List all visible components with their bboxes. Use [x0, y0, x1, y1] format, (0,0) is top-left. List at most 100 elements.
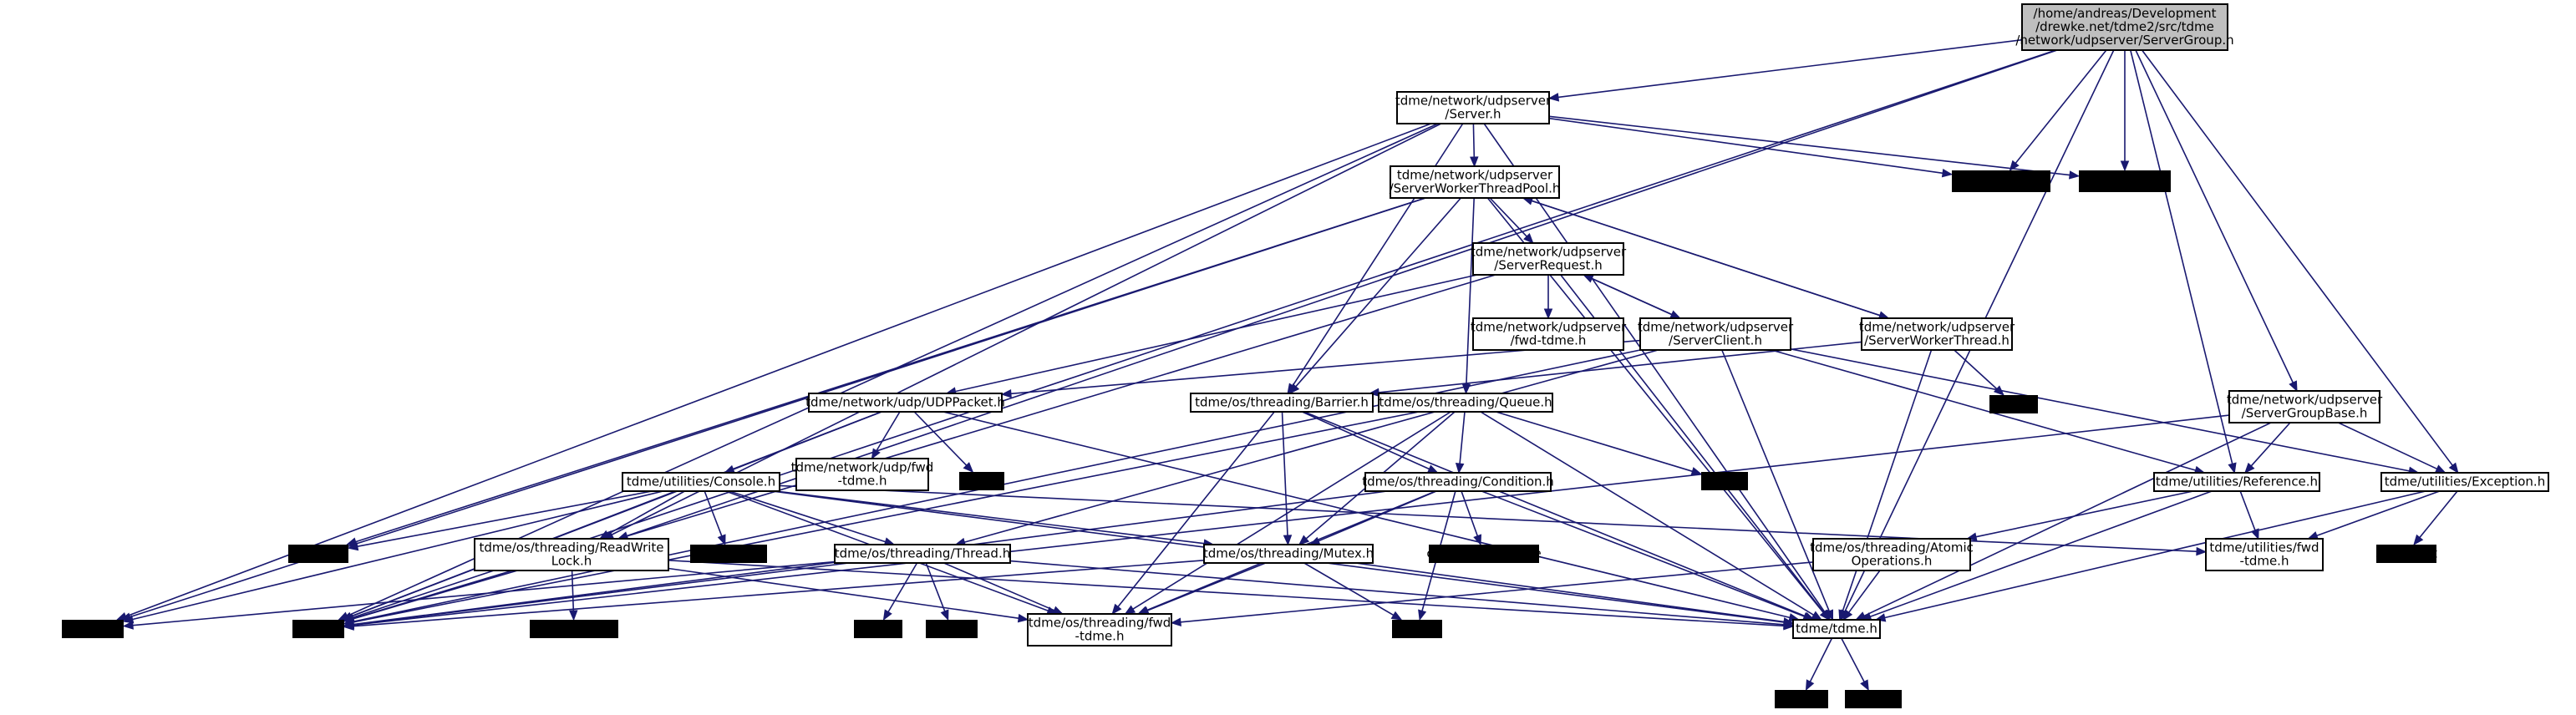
node-label: tdme/network/udpserver	[1397, 168, 1553, 183]
node-label: vector	[298, 546, 338, 561]
edge-thread-to-fwdthread	[943, 562, 1064, 615]
edge-line	[125, 123, 1431, 617]
arrowhead-icon	[122, 621, 134, 630]
edge-line	[1292, 123, 1464, 387]
node-condition[interactable]: tdme/os/threading/Condition.h	[1362, 472, 1554, 492]
node-label: chrono	[930, 621, 973, 636]
arrowhead-icon	[882, 609, 892, 621]
node-barrier[interactable]: tdme/os/threading/Barrier.h	[1190, 393, 1374, 413]
node-label: unordered_set	[2080, 174, 2170, 190]
edge-line	[1481, 490, 1805, 617]
node-vector: vector	[288, 545, 348, 563]
edge-line	[1771, 349, 2196, 471]
node-root[interactable]: /home/andreas/Development/drewke.net/tdm…	[2015, 3, 2234, 51]
node-fwdudp[interactable]: tdme/network/udp/fwd-tdme.h	[791, 458, 934, 491]
node-swt[interactable]: tdme/network/udpserver/ServerWorkerThrea…	[1859, 317, 2015, 351]
node-console[interactable]: tdme/utilities/Console.h	[622, 472, 780, 492]
node-label: tdme/os/threading/Thread.h	[835, 546, 1010, 561]
node-box	[834, 544, 1011, 564]
edge-tdme-to-cstdint	[1841, 637, 1869, 692]
edge-mutex-to-string	[343, 560, 1205, 631]
edge-line	[2015, 49, 2107, 164]
arrowhead-icon	[1426, 464, 1439, 474]
node-box	[959, 472, 1004, 490]
node-label: memory	[67, 621, 119, 636]
edge-line	[357, 490, 653, 547]
edge-reference-to-tdme	[1860, 490, 2213, 621]
arrowhead-icon	[1390, 611, 1403, 621]
arrowhead-icon	[1473, 534, 1482, 546]
edge-line	[353, 570, 518, 620]
arrowhead-icon	[1547, 93, 1560, 102]
node-label: cstdint	[1852, 692, 1894, 707]
node-sreq[interactable]: tdme/network/udpserver/ServerRequest.h	[1471, 242, 1627, 276]
node-label: tdme/os/threading/Queue.h	[1379, 395, 1552, 410]
edge-tdme-to-climits	[1805, 637, 1833, 692]
edge-thread-to-chrono	[925, 562, 949, 621]
edge-reference-to-atomic	[1965, 490, 2193, 541]
node-label: tdme/network/udpserver	[1471, 245, 1627, 260]
node-box	[474, 538, 669, 571]
edge-swtp-to-queue	[1461, 197, 1475, 395]
arrowhead-icon	[1838, 609, 1847, 621]
node-swtp[interactable]: tdme/network/udpserver/ServerWorkerThrea…	[1390, 165, 1561, 199]
edge-mutex-to-mutexsys	[1303, 562, 1403, 621]
edge-sclient-to-reference	[1771, 349, 2206, 474]
node-sclient[interactable]: tdme/network/udpserver/ServerClient.h	[1638, 317, 1794, 351]
node-label: mutex	[1397, 621, 1437, 636]
node-label: Operations.h	[1852, 554, 1933, 569]
node-stdint: stdint.h	[1989, 395, 2038, 413]
edge-root-to-umap	[2009, 49, 2107, 172]
node-thread[interactable]: tdme/os/threading/Thread.h	[834, 544, 1011, 564]
node-box	[1861, 317, 2013, 351]
node-mutex[interactable]: tdme/os/threading/Mutex.h	[1203, 544, 1374, 564]
node-uset: unordered_set	[2079, 170, 2171, 192]
edge-line	[611, 123, 1442, 535]
edge-swtp-to-sreq	[1489, 197, 1534, 244]
edge-line	[1281, 411, 1288, 536]
node-label: queue	[1705, 474, 1745, 489]
node-box	[1190, 393, 1374, 413]
edge-line	[1975, 490, 2193, 538]
node-box	[2153, 472, 2320, 492]
node-queue[interactable]: tdme/os/threading/Queue.h	[1378, 393, 1553, 413]
node-fwdthread[interactable]: tdme/os/threading/fwd-tdme.h	[1027, 613, 1172, 647]
node-server[interactable]: tdme/network/udpserver/Server.h	[1395, 91, 1552, 124]
edge-line	[729, 490, 886, 543]
node-exception[interactable]: tdme/utilities/Exception.h	[2380, 472, 2549, 492]
node-box	[2205, 538, 2324, 571]
node-tdme[interactable]: tdme/tdme.h	[1792, 619, 1881, 639]
arrowhead-icon	[1825, 609, 1833, 621]
node-label: tdme/network/udp/fwd	[791, 460, 934, 475]
edge-mutex-to-tdme	[1355, 562, 1795, 626]
edge-reference-to-fwdutil	[2239, 490, 2259, 540]
edge-line	[1303, 562, 1395, 616]
node-sgb[interactable]: tdme/network/udpserver/ServerGroupBase.h	[2227, 390, 2383, 423]
node-fwdudpserver[interactable]: tdme/network/udpserver/fwd-tdme.h	[1471, 317, 1627, 351]
node-box	[1364, 472, 1552, 492]
edge-queue-to-condition	[1455, 411, 1466, 474]
edge-line	[1009, 560, 1785, 626]
node-label: unordered_map	[1952, 174, 2050, 190]
arrowhead-icon	[1470, 156, 1479, 168]
arrowhead-icon	[717, 534, 726, 546]
node-box	[2228, 390, 2380, 423]
node-udppacket[interactable]: tdme/network/udp/UDPPacket.h	[805, 393, 1005, 413]
node-box	[1792, 619, 1881, 639]
edge-line	[943, 411, 1791, 619]
node-label: /ServerWorkerThreadPool.h	[1390, 181, 1561, 196]
node-box	[1429, 545, 1539, 563]
node-box	[2079, 170, 2171, 192]
node-layer: /home/andreas/Development/drewke.net/tdm…	[62, 3, 2549, 708]
node-reference[interactable]: tdme/utilities/Reference.h	[2153, 472, 2320, 492]
edge-line	[1790, 348, 2410, 472]
edge-root-to-uset	[2120, 50, 2130, 172]
arrowhead-icon	[1941, 168, 1954, 178]
node-fwdutil[interactable]: tdme/utilities/fwd-tdme.h	[2205, 538, 2324, 571]
edge-thread-to-threadsys	[882, 562, 918, 621]
edge-line	[1848, 570, 1881, 613]
node-box	[292, 620, 344, 638]
edge-line	[355, 197, 1426, 543]
